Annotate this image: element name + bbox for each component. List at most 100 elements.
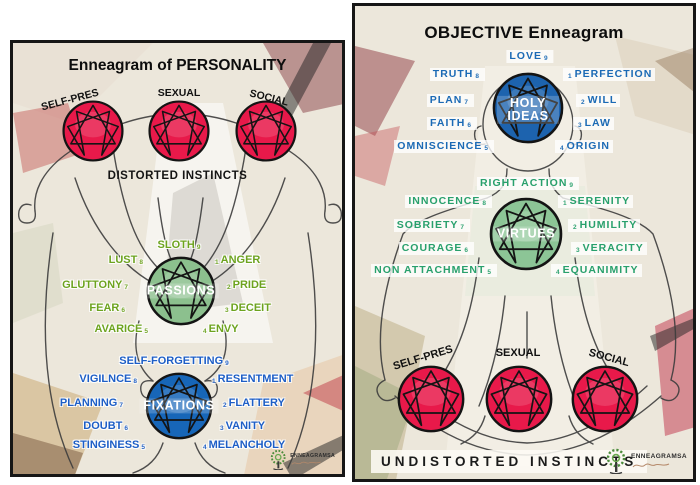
ring-word-number: 1 xyxy=(212,378,216,385)
ring-word-label: SELF-FORGETTING xyxy=(119,355,224,367)
ring-word-label: FEAR xyxy=(89,302,120,314)
ring-word-number: 8 xyxy=(139,259,143,266)
ring-word-number: 9 xyxy=(196,244,201,251)
left-panel-title: Enneagram of PERSONALITY xyxy=(68,57,287,75)
ring-word-label: PLAN xyxy=(429,94,463,106)
ring-word-number: 2 xyxy=(223,402,227,409)
ring-word-label: RESENTMENT xyxy=(217,373,294,385)
enneagramsa-logo: ENNEAGRAMSA xyxy=(604,448,687,474)
ring-word-number: 8 xyxy=(475,73,480,80)
ring-word-number: 2 xyxy=(227,284,231,291)
ring-word-number: 4 xyxy=(560,145,565,152)
ring-word-label: SLOTH xyxy=(157,239,195,251)
ring-word-label: DOUBT xyxy=(83,420,123,432)
ring-word-number: 7 xyxy=(460,224,465,231)
ring-word-label: ENVY xyxy=(208,323,239,335)
ring-word-number: 2 xyxy=(581,99,586,106)
ring-word-label: EQUANIMITY xyxy=(562,264,639,276)
enneagram-circle-sexual-icon xyxy=(485,365,553,433)
enneagram-circle-selfpres-icon xyxy=(397,365,465,433)
ring-word-number: 6 xyxy=(124,425,128,432)
objective-panel: OBJECTIVE Enneagram HOLY IDEAS VIRTUES S… xyxy=(352,3,696,482)
ring-word-label: VERACITY xyxy=(582,242,644,254)
ring-word-number: 4 xyxy=(203,328,207,335)
ring-word-label: DECEIT xyxy=(230,302,271,314)
ring-word-number: 6 xyxy=(464,247,469,254)
ring-word-number: 3 xyxy=(578,122,583,129)
ring-word-number: 8 xyxy=(482,200,487,207)
tree-logo-icon xyxy=(270,449,286,470)
ring-word-number: 3 xyxy=(220,425,224,432)
ring-word-label: LOVE xyxy=(509,50,542,62)
ring-word-label: PRIDE xyxy=(232,279,267,291)
ring-word-label: INNOCENCE xyxy=(408,195,481,207)
ring-word-label: FLATTERY xyxy=(228,397,285,409)
ring-word-label: STINGINESS xyxy=(72,439,140,451)
ring-word-number: 9 xyxy=(225,360,229,367)
ring-word-label: RIGHT ACTION xyxy=(479,177,568,189)
enneagramsa-logo: ENNEAGRAMSA xyxy=(269,449,335,470)
ring-word-number: 3 xyxy=(225,307,229,314)
virtues-circle-label: VIRTUES xyxy=(492,226,560,242)
ring-word-label: VIGILNCE xyxy=(79,373,132,385)
ring-word-number: 5 xyxy=(487,269,492,276)
ring-word-label: NON ATTACHMENT xyxy=(374,264,486,276)
personality-panel: Enneagram of PERSONALITY SELF-PRES SEXUA… xyxy=(10,40,345,477)
ring-word-number: 3 xyxy=(576,247,581,254)
ring-word-label: GLUTTONY xyxy=(62,279,123,291)
logo-name: ENNEAGRAMSA xyxy=(630,453,687,461)
ring-word-number: 1 xyxy=(568,73,573,80)
ring-word-number: 1 xyxy=(563,200,568,207)
ring-word-number: 1 xyxy=(215,259,219,266)
instinct-label-sexual: SEXUAL xyxy=(495,347,541,359)
fixations-circle-label: FIXATIONS xyxy=(139,398,219,414)
undistorted-instincts-caption: UNDISTORTED INSTINCTS xyxy=(371,450,648,473)
ring-word-label: TRUTH xyxy=(432,68,474,80)
ring-word-number: 6 xyxy=(121,307,125,314)
ring-word-number: 4 xyxy=(556,269,561,276)
instinct-label-sexual: SEXUAL xyxy=(157,87,201,99)
ring-word-number: 7 xyxy=(124,284,128,291)
logo-signature-script xyxy=(291,461,321,465)
ring-word-label: SOBRIETY xyxy=(396,219,459,231)
ring-word-label: AVARICE xyxy=(94,323,143,335)
ring-word-label: VANITY xyxy=(225,420,266,432)
ring-word-number: 5 xyxy=(141,444,145,451)
distorted-instincts-caption: DISTORTED INSTINCTS xyxy=(107,170,248,182)
ring-word-number: 9 xyxy=(569,182,575,189)
ring-word-number: 4 xyxy=(203,444,207,451)
ring-word-label: MELANCHOLY xyxy=(208,439,286,451)
ring-word-number: 8 xyxy=(133,378,137,385)
tree-logo-icon xyxy=(606,448,626,474)
logo-signature-script xyxy=(632,463,670,468)
